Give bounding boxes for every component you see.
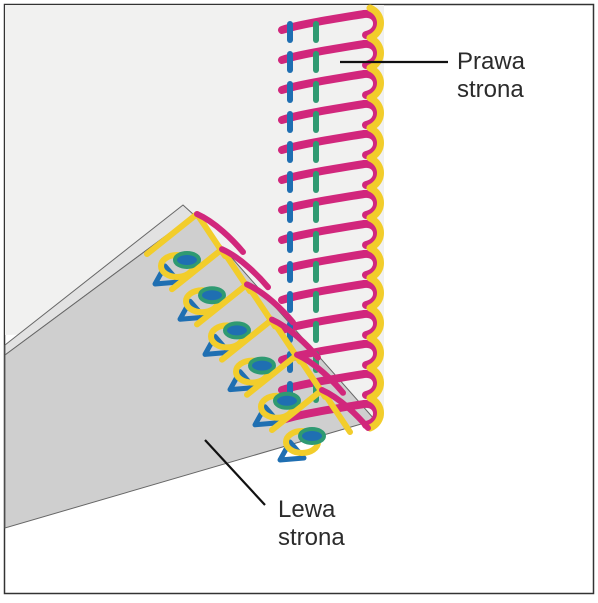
magenta-loop-thread [278,69,381,99]
blue-green-knot [198,286,226,305]
magenta-edge-thread [319,387,371,431]
magenta-loop-thread [278,189,381,219]
left-side-label: Lewa strona [278,496,345,552]
magenta-edge-thread [219,246,271,291]
right-side-label-line-2: strona [457,76,524,103]
magenta-edge-thread [194,211,246,255]
blue-green-knot [273,391,301,410]
blue-green-knot [248,356,276,375]
right-side-label-line-1: Prawa [457,48,526,75]
magenta-edge-thread [244,281,296,326]
diagram-frame [3,3,595,595]
magenta-loop-thread [278,39,381,69]
magenta-loop-thread [278,219,381,249]
magenta-loop-thread [278,99,381,129]
magenta-loop-thread [278,249,381,279]
magenta-loop-thread [278,279,381,309]
left-side-label-line-1: Lewa [278,496,336,523]
right-side-label: Prawa strona [457,48,525,104]
yellow-edge-thread [366,394,384,432]
left-side-label-line-2: strona [278,524,345,551]
left-side-leader-line [204,439,266,506]
magenta-edge-thread [269,316,321,361]
magenta-loop-thread [278,309,381,339]
blue-green-knot [223,321,251,340]
magenta-loop-thread [278,159,381,189]
magenta-edge-thread [294,351,346,396]
magenta-loop-thread [278,129,381,159]
magenta-loop-thread [278,399,381,429]
blue-green-knot [298,427,326,445]
magenta-loop-thread [278,9,381,39]
diagonal-overlock-stitches [144,211,371,463]
blue-green-knot [173,251,201,269]
magenta-loop-thread [278,369,381,399]
